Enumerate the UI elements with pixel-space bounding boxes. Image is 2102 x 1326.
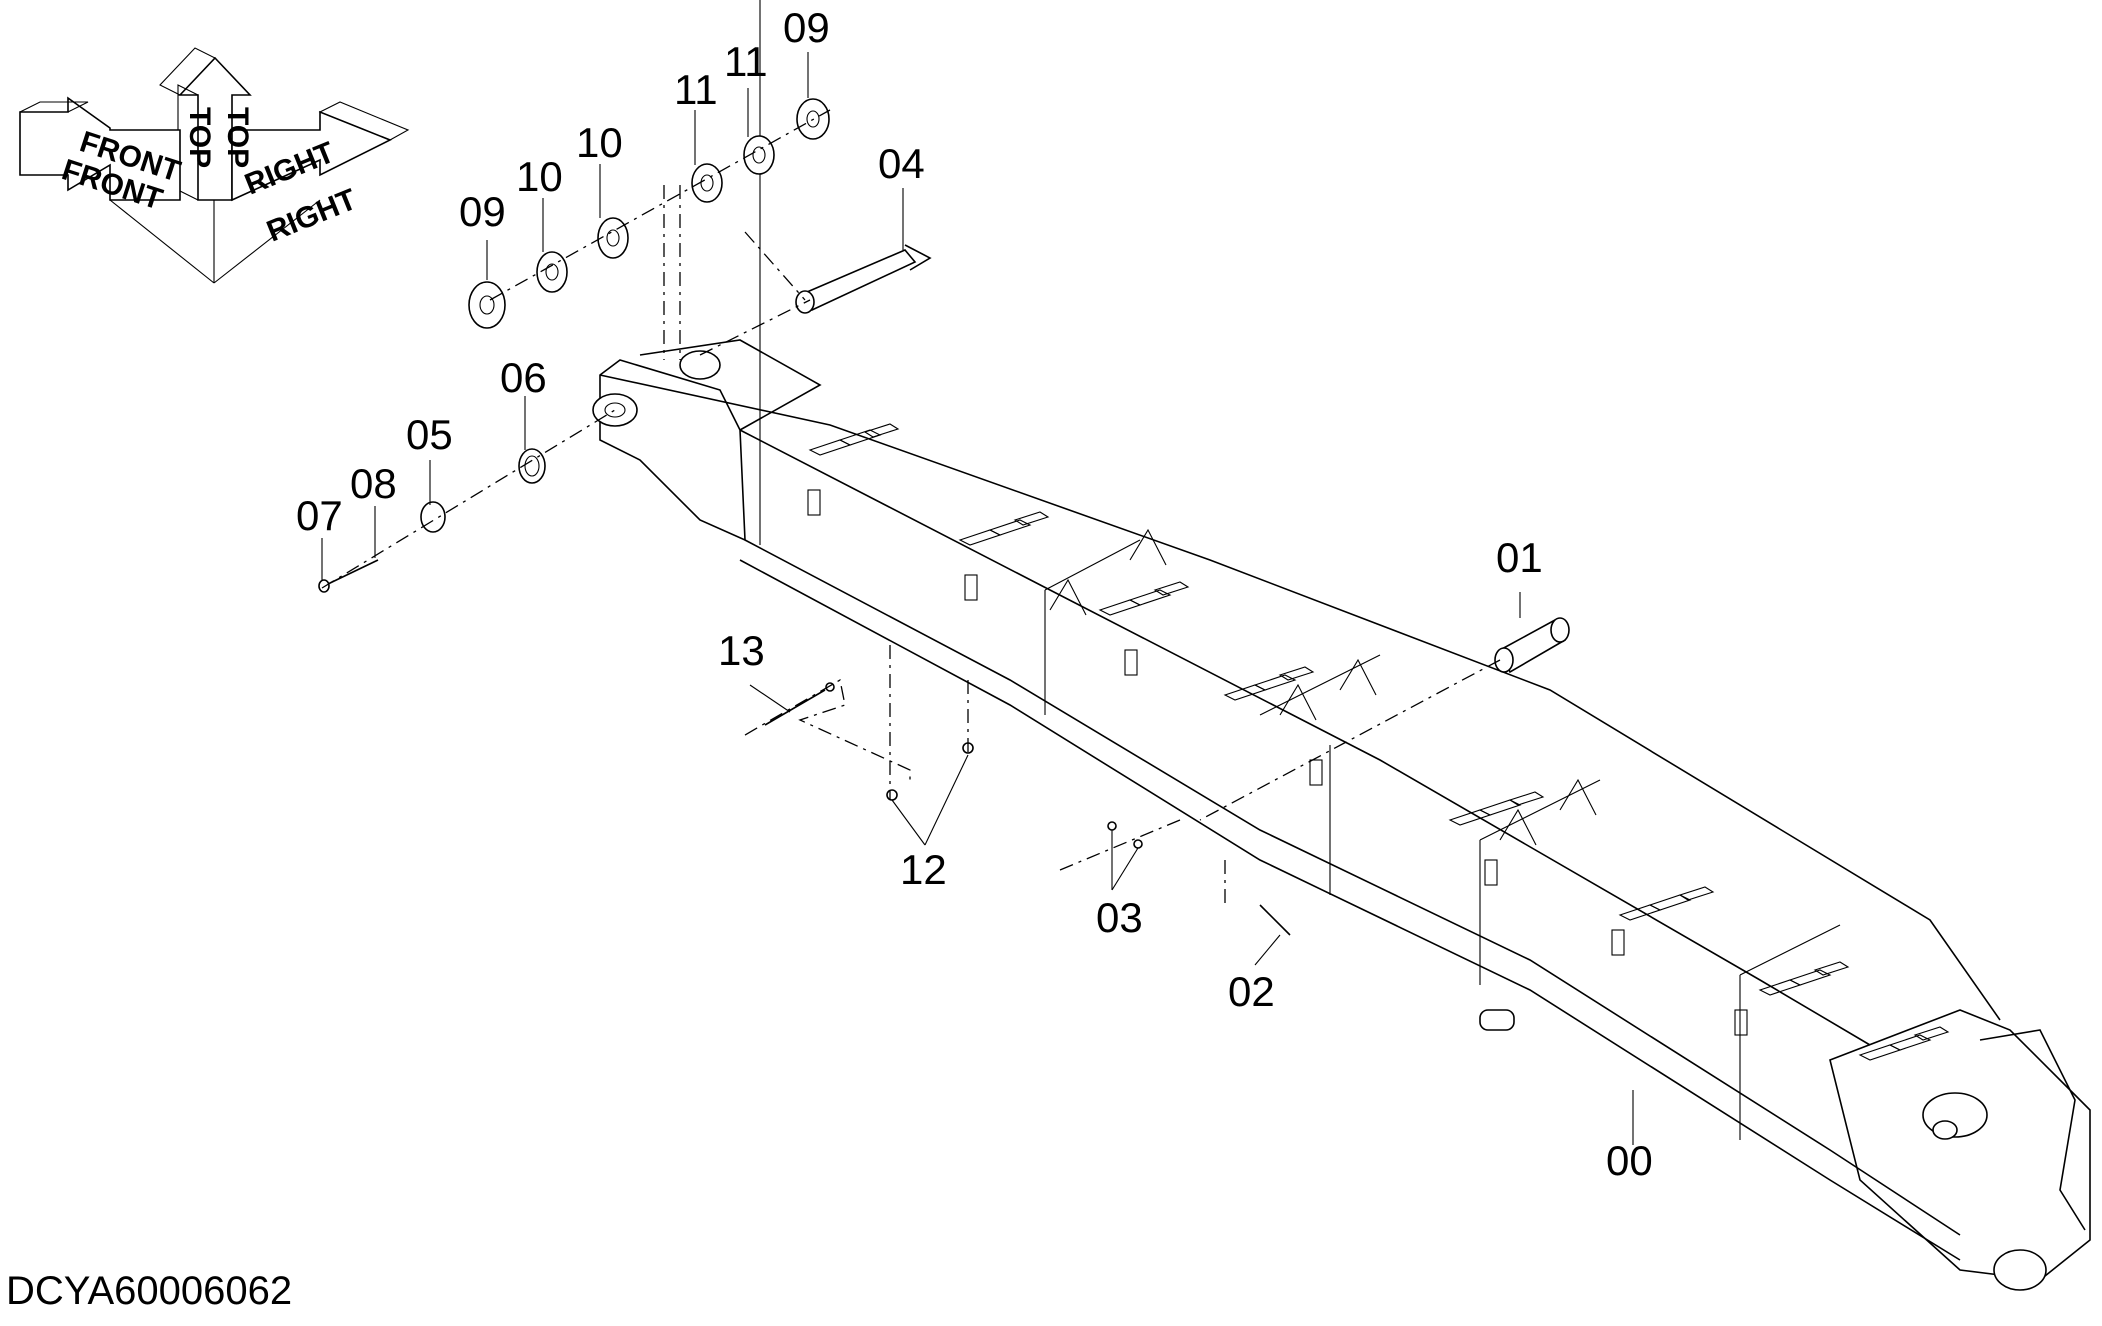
callout-07: 07	[296, 492, 343, 539]
callout-10-left: 10	[516, 153, 563, 200]
bolt-07-icon	[318, 579, 330, 593]
ring-06-icon	[518, 448, 546, 484]
callout-03: 03	[1096, 894, 1143, 941]
bolt-02-icon	[1259, 904, 1291, 936]
callout-04: 04	[878, 140, 925, 187]
loose-parts	[318, 98, 1570, 936]
top-label-shadow: TOP	[221, 107, 254, 168]
washer-09-left-icon	[468, 281, 506, 329]
washer-10-left-icon	[536, 251, 568, 293]
callouts: 00 01 02 03 04 05 06 07 08 09 09 10 10 1…	[296, 4, 1653, 1184]
washer-10-right-icon	[597, 217, 629, 259]
orientation-arrow-icon: FRONT FRONT TOP TOP RIGHT RIGHT	[19, 47, 410, 284]
callout-11-left: 11	[674, 66, 718, 113]
top-label: TOP	[183, 107, 216, 168]
callout-05: 05	[406, 411, 453, 458]
callout-10-right: 10	[576, 119, 623, 166]
pin-04-icon	[795, 244, 932, 314]
callout-09-right: 09	[783, 4, 830, 51]
boom-body	[592, 0, 2091, 1291]
callout-09-left: 09	[459, 188, 506, 235]
assembly-lines	[321, 109, 1501, 905]
washer-11-left-icon	[691, 163, 723, 203]
pin-01-icon	[1494, 617, 1570, 674]
callout-13: 13	[718, 627, 765, 674]
callout-00: 00	[1606, 1137, 1653, 1184]
leader-lines	[321, 52, 1634, 1145]
callout-08: 08	[350, 460, 397, 507]
callout-01: 01	[1496, 534, 1543, 581]
drawing-code: DCYA60006062	[6, 1269, 292, 1313]
callout-06: 06	[500, 354, 547, 401]
callout-02: 02	[1228, 968, 1275, 1015]
plate-05-icon	[420, 501, 446, 533]
washer-11-right-icon	[743, 135, 775, 175]
callout-11-right: 11	[724, 38, 768, 85]
callout-12: 12	[900, 846, 947, 893]
right-label: RIGHT	[262, 183, 361, 249]
